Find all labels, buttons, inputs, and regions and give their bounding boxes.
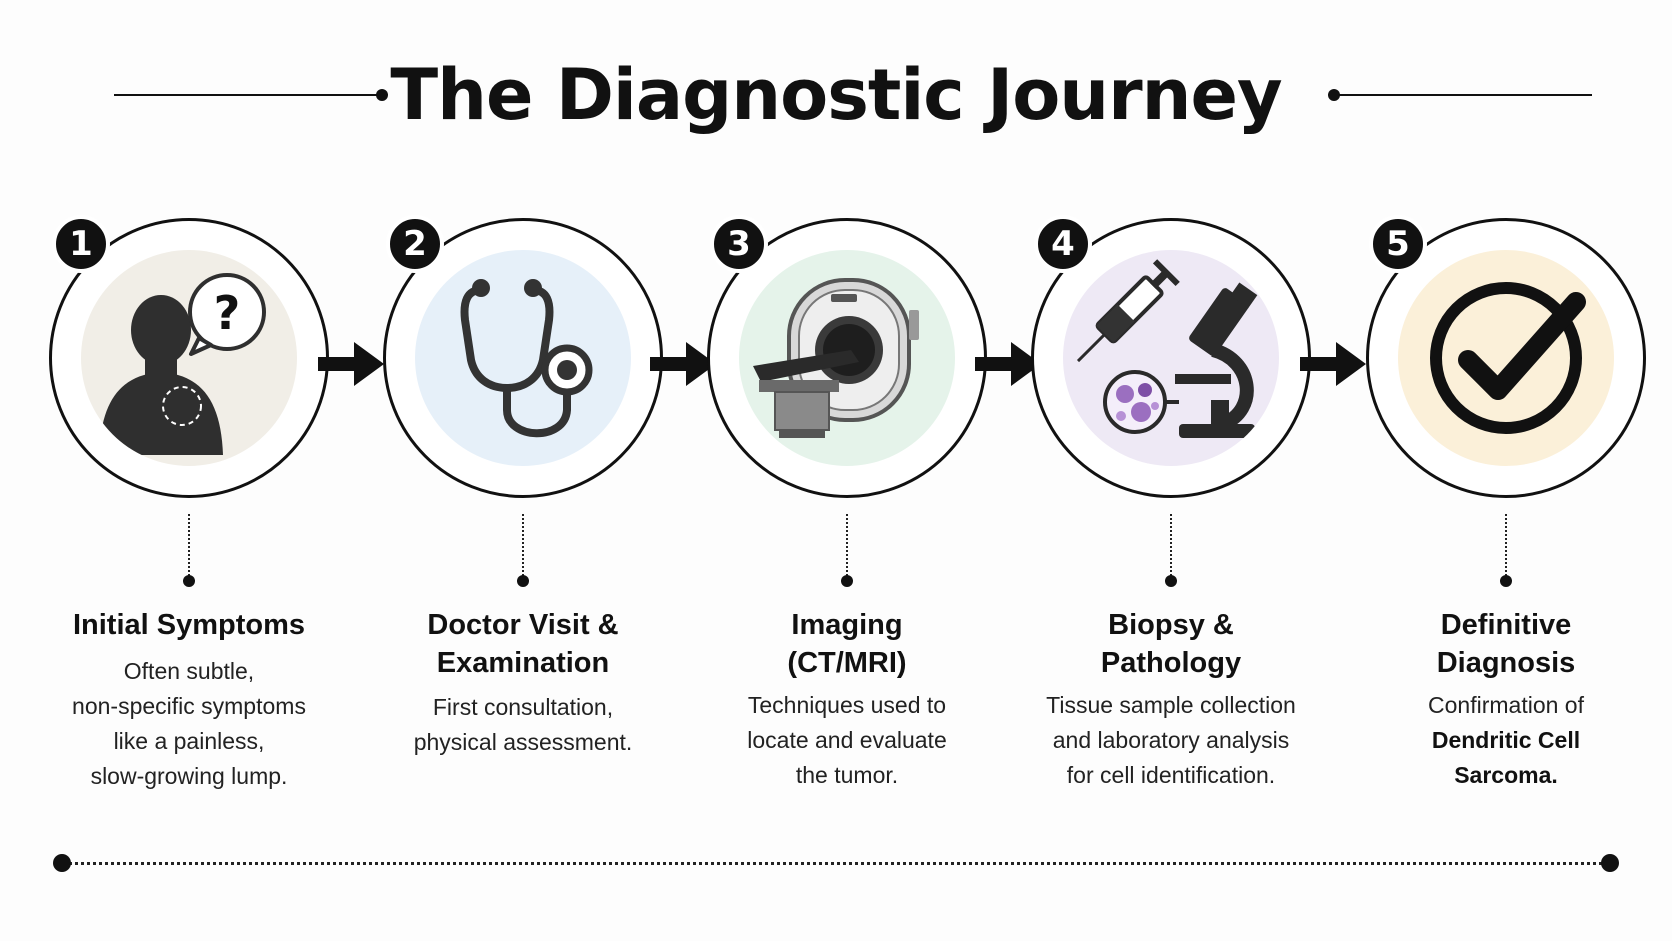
step-title: Doctor Visit & Examination [363, 606, 683, 682]
step-circle [1366, 218, 1646, 498]
step-description: Often subtle, non-specific symptoms like… [29, 654, 349, 794]
step-description: Techniques used to locate and evaluate t… [687, 688, 1007, 793]
timeline-start-dot [53, 854, 71, 872]
title-rule-left [114, 94, 382, 96]
step-description-bold-line: Sarcoma. [1346, 758, 1666, 793]
step-5: 5 Definitive Diagnosis Confirmation of D… [1366, 215, 1646, 808]
timeline-end-dot [1601, 854, 1619, 872]
step-number-badge: 3 [710, 215, 768, 273]
diagnosis-name: Dendritic Cell [1431, 727, 1581, 753]
arrow-right-icon [1300, 342, 1366, 386]
step-number-badge: 5 [1369, 215, 1427, 273]
step-title: Initial Symptoms [29, 606, 349, 644]
step-description-line: slow-growing lump. [90, 763, 288, 789]
step-description-line: Techniques used to [747, 692, 947, 718]
step-title-line: Imaging [791, 609, 903, 641]
step-3: 3 Imaging (CT/MRI) Techniques used to lo… [707, 215, 987, 808]
step-2: 2 Doctor Visit & Examination First consu… [383, 215, 663, 808]
checkmark-circle-icon [1398, 250, 1614, 466]
step-description-line: non-specific symptoms [72, 693, 306, 719]
dotted-connector [522, 514, 524, 576]
step-title-line: Doctor Visit & [427, 609, 619, 641]
svg-text:?: ? [214, 286, 241, 340]
step-title-line: Initial Symptoms [72, 609, 306, 641]
step-description-line: like a painless, [113, 728, 265, 754]
step-number-badge: 2 [386, 215, 444, 273]
dotted-connector [1170, 514, 1172, 576]
step-description: Tissue sample collection and laboratory … [1011, 688, 1331, 793]
step-title: Imaging (CT/MRI) [687, 606, 1007, 682]
arrow-right-icon [975, 342, 1041, 386]
connector-dot [841, 575, 853, 587]
connector-dot [1500, 575, 1512, 587]
step-title-line: (CT/MRI) [787, 647, 907, 679]
timeline-dotted-line [62, 862, 1608, 865]
connector-dot [517, 575, 529, 587]
connector-dot [1165, 575, 1177, 587]
title-rule-dot-right [1328, 89, 1340, 101]
person-with-question-icon: ? [81, 250, 297, 466]
dotted-connector [846, 514, 848, 576]
title-row: The Diagnostic Journey [0, 50, 1672, 140]
arrow-right-icon [650, 342, 716, 386]
page-title: The Diagnostic Journey [390, 54, 1282, 136]
step-4: 4 Biopsy & Pathology Tissue sample colle… [1031, 215, 1311, 808]
title-rule-right [1338, 94, 1592, 96]
arrow-right-icon [318, 342, 384, 386]
step-title: Definitive Diagnosis [1346, 606, 1666, 682]
step-1: ? 1 Initial Symptoms Often subtle, non-s… [49, 215, 329, 808]
title-rule-dot-left [376, 89, 388, 101]
step-title-line: Biopsy & [1108, 609, 1234, 641]
microscope-syringe-icon [1063, 250, 1279, 466]
step-description-line: Confirmation of [1428, 692, 1584, 718]
step-description-line: for cell identification. [1066, 762, 1276, 788]
step-description-line: the tumor. [795, 762, 899, 788]
step-circle [1031, 218, 1311, 498]
ct-scanner-icon [739, 250, 955, 466]
step-description-line: and laboratory analysis [1052, 727, 1290, 753]
step-title-line: Diagnosis [1436, 647, 1576, 679]
dotted-connector [1505, 514, 1507, 576]
step-description-line: physical assessment. [413, 729, 633, 755]
step-number-badge: 1 [52, 215, 110, 273]
step-description-bold-line: Dendritic Cell [1346, 723, 1666, 758]
step-description-line: Often subtle, [123, 658, 255, 684]
step-description-line: Tissue sample collection [1046, 692, 1296, 718]
step-title-line: Definitive [1440, 609, 1572, 641]
step-title: Biopsy & Pathology [1011, 606, 1331, 682]
step-number-badge: 4 [1034, 215, 1092, 273]
step-title-line: Examination [436, 647, 610, 679]
step-description-line: First consultation, [432, 694, 614, 720]
dotted-connector [188, 514, 190, 576]
step-description: Confirmation of Dendritic Cell Sarcoma. [1346, 688, 1666, 793]
diagnosis-name: Sarcoma. [1454, 762, 1558, 788]
step-circle: ? [49, 218, 329, 498]
step-title-line: Pathology [1100, 647, 1242, 679]
stethoscope-icon [415, 250, 631, 466]
step-description: First consultation, physical assessment. [363, 690, 683, 760]
step-description-line: locate and evaluate [747, 727, 947, 753]
connector-dot [183, 575, 195, 587]
